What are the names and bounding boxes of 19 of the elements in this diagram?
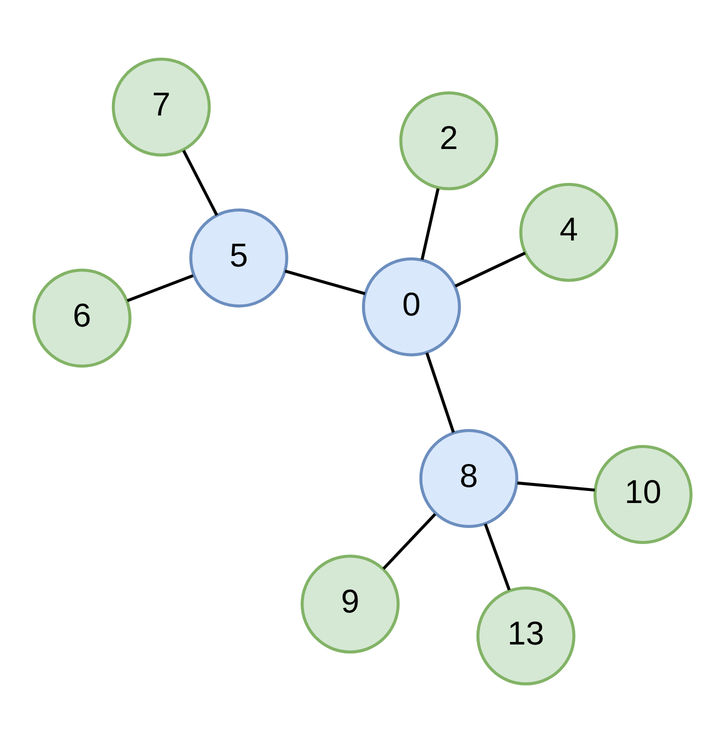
node-circle: 0 bbox=[361, 257, 460, 356]
connector bbox=[182, 150, 218, 216]
node-circle: 13 bbox=[476, 586, 575, 686]
connector bbox=[516, 481, 594, 492]
connector bbox=[382, 513, 436, 570]
node-circle: 5 bbox=[188, 208, 288, 308]
connector bbox=[420, 188, 440, 260]
node-circle: 9 bbox=[300, 554, 400, 654]
node-circle: 6 bbox=[32, 268, 131, 368]
node-circle: 2 bbox=[398, 91, 498, 190]
connector bbox=[483, 524, 510, 590]
node-circle: 8 bbox=[418, 429, 518, 528]
node-circle: 4 bbox=[518, 182, 618, 282]
connector bbox=[126, 274, 194, 302]
connector bbox=[454, 252, 526, 288]
node-circle: 7 bbox=[111, 58, 210, 157]
node-circle: 10 bbox=[593, 445, 692, 544]
connector bbox=[284, 270, 365, 296]
connector bbox=[424, 352, 454, 433]
